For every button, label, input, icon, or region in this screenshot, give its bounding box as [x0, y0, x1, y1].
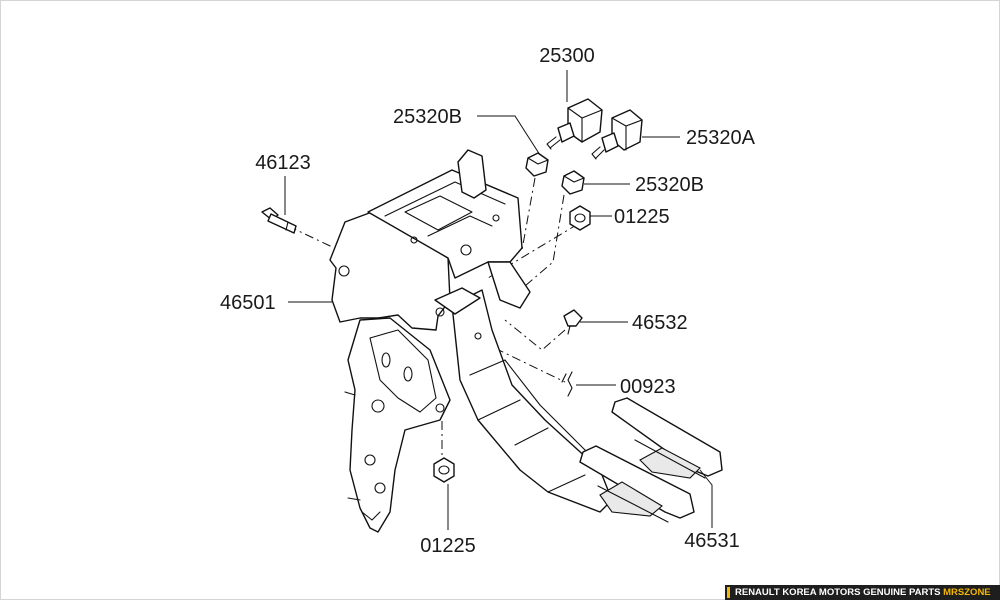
label-25320B-right: 25320B: [635, 174, 704, 196]
pedal-bracket-46501: [329, 149, 531, 331]
clip-25320B-right: [561, 170, 585, 195]
label-46501: 46501: [220, 292, 276, 314]
switch-25300: [546, 98, 603, 150]
footer-text: RENAULT KOREA MOTORS GENUINE PARTS: [735, 587, 944, 598]
label-01225-bottom: 01225: [420, 535, 476, 557]
nut-01225-bottom: [433, 457, 455, 483]
label-01225-top: 01225: [614, 206, 670, 228]
footer-brand: MRSZONE: [943, 587, 991, 598]
pin-00923: [561, 371, 573, 397]
brake-pedal-arm: [451, 289, 613, 513]
bolt-46123: [261, 207, 297, 234]
nut-01225-top: [569, 205, 591, 231]
part-labels: 25300 25320B 25320A 25320B 46123 01225 4…: [220, 45, 756, 557]
lower-support-bracket: [344, 317, 451, 533]
clip-25320B-top: [525, 152, 549, 177]
label-46532: 46532: [632, 312, 688, 334]
label-46531: 46531: [684, 530, 740, 552]
label-46123: 46123: [255, 152, 311, 174]
leader-lines: [284, 70, 713, 530]
footer-accent-bar: [727, 587, 730, 598]
label-25320A: 25320A: [686, 127, 756, 149]
switch-25320A: [591, 109, 643, 160]
clip-46532: [563, 309, 583, 335]
footer-banner: RENAULT KOREA MOTORS GENUINE PARTS MRSZO…: [725, 585, 1000, 600]
label-00923: 00923: [620, 376, 676, 398]
pedal-pad-46531: [579, 397, 723, 523]
label-25320B-top: 25320B: [393, 106, 462, 128]
label-25300: 25300: [539, 45, 595, 67]
